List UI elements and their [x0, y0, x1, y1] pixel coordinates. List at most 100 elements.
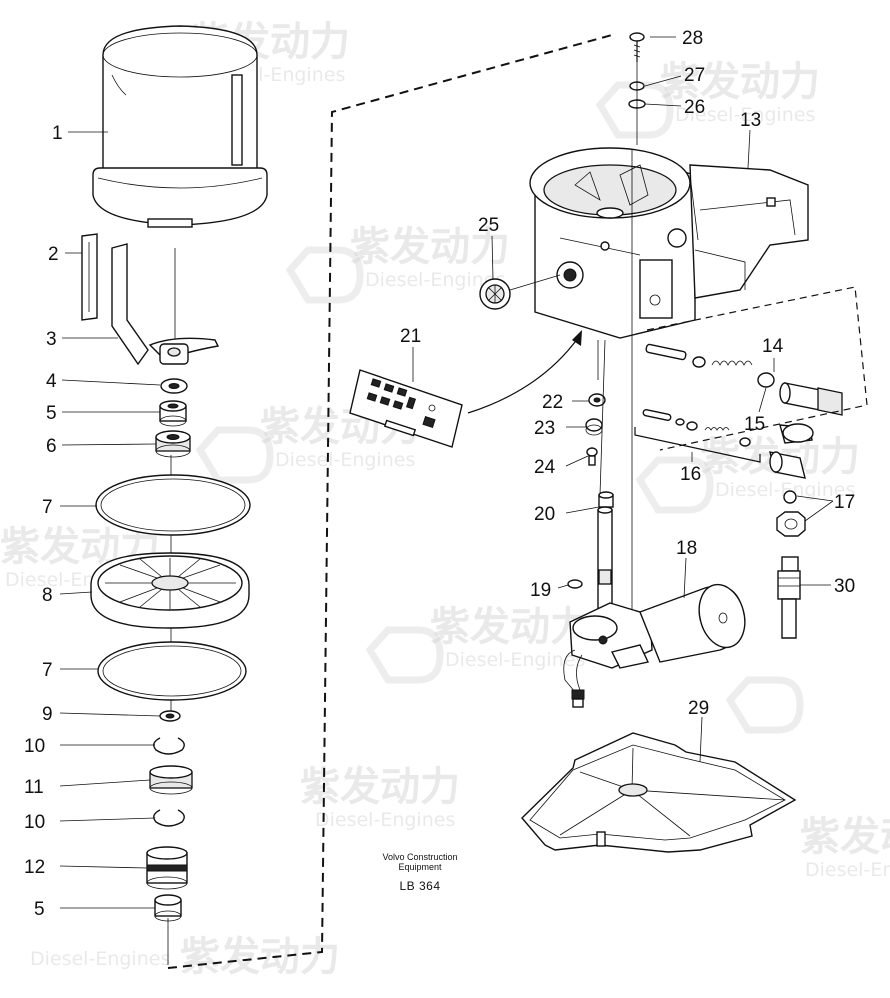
- callout-28: 28: [682, 28, 703, 49]
- small-washer-part: [159, 710, 181, 722]
- watermark-logo-icon: [595, 81, 674, 139]
- base-tray-part: [521, 732, 797, 853]
- watermark-logo-icon: [635, 456, 714, 514]
- nut-part: [776, 511, 806, 537]
- callout-25: 25: [478, 215, 499, 236]
- watermark-brand-cn: 紫发动力: [430, 604, 590, 650]
- callout-13: 13: [740, 110, 761, 131]
- pump-housing-part: [529, 147, 809, 339]
- callout-20: 20: [534, 504, 555, 525]
- callout-4: 4: [46, 371, 57, 392]
- plug-part: [479, 278, 511, 310]
- adapter-part: [777, 556, 801, 639]
- callout-labels: 1 2 3 4 5 6 7 8 7 9 10 11 10 12 5 28 27 …: [24, 28, 855, 920]
- watermark-logo-icon: [285, 246, 364, 304]
- small-plug-part: [567, 579, 583, 589]
- o-ring-inner: [100, 478, 246, 532]
- insertion-arrow-head: [572, 330, 582, 346]
- motor-unit-part: [563, 506, 746, 708]
- insertion-arrow: [467, 337, 579, 414]
- circuit-board-part: [349, 369, 463, 448]
- seal-kit-part: [642, 409, 751, 447]
- callout-7: 7: [42, 497, 53, 518]
- callout-26: 26: [684, 97, 705, 118]
- watermark-logo-icon: [365, 626, 444, 684]
- seal-ring-part: [588, 393, 606, 407]
- circlip-part: [153, 809, 185, 827]
- leader-lines: [59, 36, 834, 909]
- callout-10-second: 10: [24, 812, 45, 833]
- callout-6: 6: [46, 436, 57, 457]
- screw-part: [629, 32, 645, 62]
- caption-line-2: Equipment: [398, 862, 442, 872]
- callout-2: 2: [48, 244, 59, 265]
- callout-18: 18: [676, 538, 697, 559]
- callout-15: 15: [744, 414, 765, 435]
- callout-3: 3: [46, 329, 57, 350]
- callout-17: 17: [834, 492, 855, 513]
- watermark-brand-cn: 紫发动力: [660, 59, 820, 105]
- pin-part: [586, 447, 598, 466]
- bearing-part: [155, 430, 191, 458]
- sleeve-part: [149, 765, 193, 795]
- callout-14: 14: [762, 336, 784, 357]
- callout-5-second: 5: [34, 899, 45, 920]
- callout-19: 19: [530, 580, 551, 601]
- callout-16: 16: [680, 464, 701, 485]
- sight-strip-part: [81, 233, 98, 321]
- watermark-brand-en: Diesel-Engines: [445, 649, 585, 671]
- check-valve-part: [585, 418, 603, 436]
- callout-24: 24: [534, 457, 556, 478]
- watermark-brand-en: Diesel-Engines: [275, 449, 415, 471]
- o-ring-part: [97, 641, 247, 701]
- follower-plate-part: [90, 552, 250, 629]
- spacer-part: [598, 491, 614, 508]
- callout-23: 23: [534, 418, 555, 439]
- piston-kit-part: [645, 343, 843, 416]
- watermark-brand-en: Diesel-Engines: [315, 809, 455, 831]
- callout-12: 12: [24, 857, 45, 878]
- caption-line-1: Volvo Construction: [382, 852, 457, 862]
- watermark-brand-en: Diesel-Engines: [715, 479, 855, 501]
- watermark-logo-icon: [725, 676, 804, 734]
- watermark-brand-en: Diesel-Engines: [675, 104, 815, 126]
- agitator-part: [111, 243, 220, 366]
- circlip-part: [153, 737, 185, 755]
- callout-5: 5: [46, 403, 57, 424]
- callout-29: 29: [688, 698, 709, 719]
- callout-22: 22: [542, 392, 563, 413]
- assembly-boundary-dashed-line: [167, 34, 613, 969]
- watermark-brand-en: Diesel-Engines: [365, 269, 505, 291]
- callout-11: 11: [24, 777, 44, 798]
- watermark-brand-cn: 紫发动力: [300, 764, 460, 810]
- bushing-part: [159, 400, 187, 427]
- watermark-brand-en: Diesel-Engines: [805, 859, 890, 881]
- callout-9: 9: [42, 704, 53, 725]
- nut-hole: [784, 518, 798, 530]
- piston-part: [146, 846, 188, 890]
- callout-1: 1: [52, 123, 63, 144]
- watermark-logo-icon: [195, 426, 274, 484]
- elbow-fitting-part: [769, 423, 814, 479]
- reservoir-part: [92, 25, 268, 228]
- ball-part: [783, 490, 797, 504]
- kit-16-bracket: [634, 427, 761, 463]
- watermark-brand-en: Diesel-Engines: [30, 948, 170, 970]
- callout-27: 27: [684, 65, 705, 86]
- bushing-part: [154, 894, 182, 922]
- o-ring-inner: [102, 645, 242, 697]
- callout-21: 21: [400, 326, 421, 347]
- washer-part: [160, 378, 188, 394]
- callout-30: 30: [834, 576, 855, 597]
- kit-14-dashed-bracket: [646, 286, 868, 451]
- watermark-brand-cn: 紫发动力: [180, 934, 340, 980]
- watermark-brand-cn: 紫发动力: [350, 224, 510, 270]
- o-ring-part: [95, 474, 251, 536]
- callout-8: 8: [42, 585, 53, 606]
- callout-7-second: 7: [42, 660, 53, 681]
- caption-code: LB 364: [399, 879, 440, 893]
- center-axis: [599, 339, 606, 496]
- plug-leader: [509, 274, 561, 291]
